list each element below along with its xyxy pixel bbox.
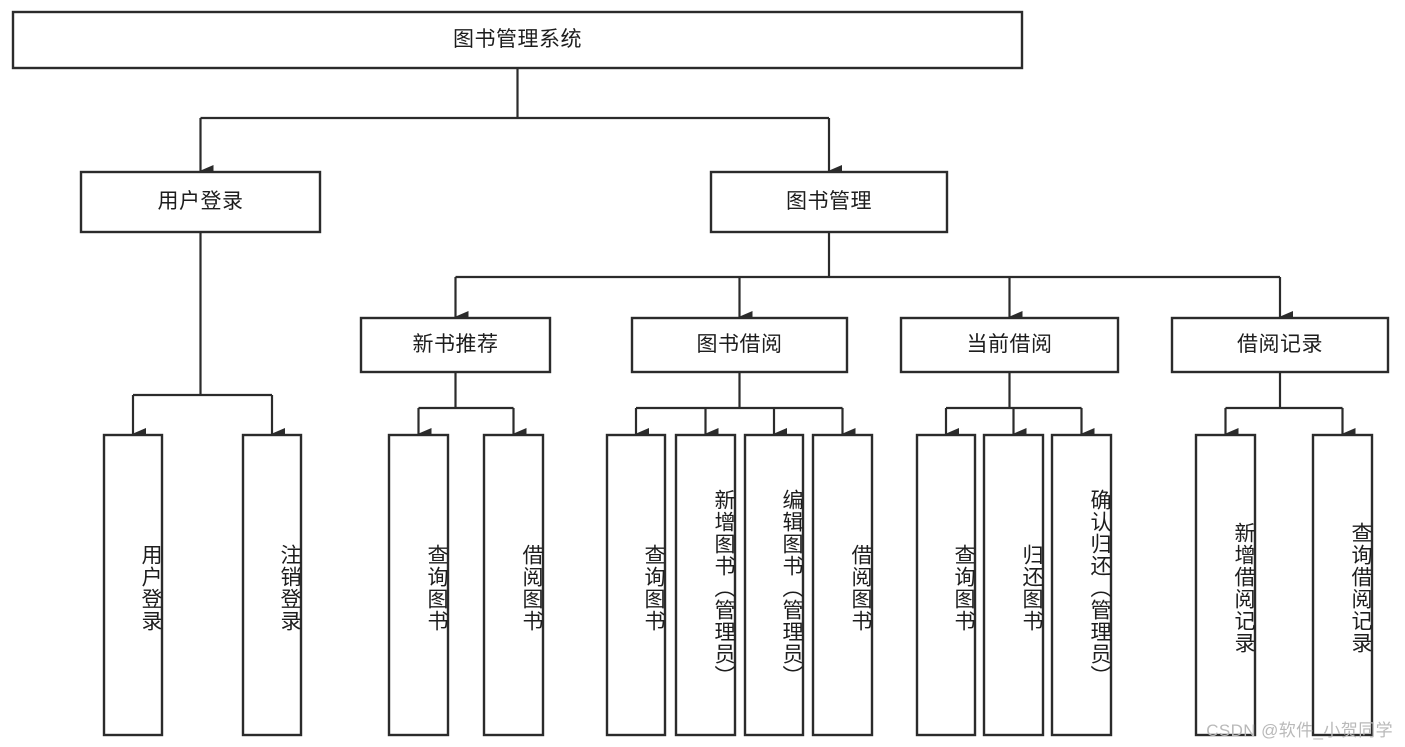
node-leaf-borrow-book-rec[interactable] xyxy=(482,433,545,737)
node-leaf-user-login[interactable] xyxy=(102,433,164,737)
node-leaf-add-record[interactable] xyxy=(1194,433,1257,737)
node-leaf-logout[interactable] xyxy=(241,433,303,737)
node-leaf-query-book-current[interactable] xyxy=(915,433,977,737)
node-book-manage[interactable] xyxy=(709,170,949,234)
node-leaf-query-book-borrow[interactable] xyxy=(605,433,667,737)
box-layer xyxy=(11,10,1390,737)
node-book-borrow[interactable] xyxy=(630,316,849,374)
node-leaf-add-book[interactable] xyxy=(674,433,737,737)
node-leaf-edit-book[interactable] xyxy=(743,433,805,737)
node-leaf-query-record[interactable] xyxy=(1311,433,1374,737)
node-leaf-return-book[interactable] xyxy=(982,433,1045,737)
watermark: CSDN @软件_小贺同学 xyxy=(1206,721,1393,740)
connector-layer xyxy=(131,68,1356,440)
node-leaf-query-book-rec[interactable] xyxy=(387,433,450,737)
node-borrow-record[interactable] xyxy=(1170,316,1390,374)
node-new-book-recommend[interactable] xyxy=(359,316,552,374)
node-leaf-confirm-return[interactable] xyxy=(1050,433,1113,737)
node-leaf-borrow-book[interactable] xyxy=(811,433,874,737)
node-current-borrow[interactable] xyxy=(899,316,1120,374)
node-user-login[interactable] xyxy=(79,170,322,234)
node-root[interactable] xyxy=(11,10,1024,70)
